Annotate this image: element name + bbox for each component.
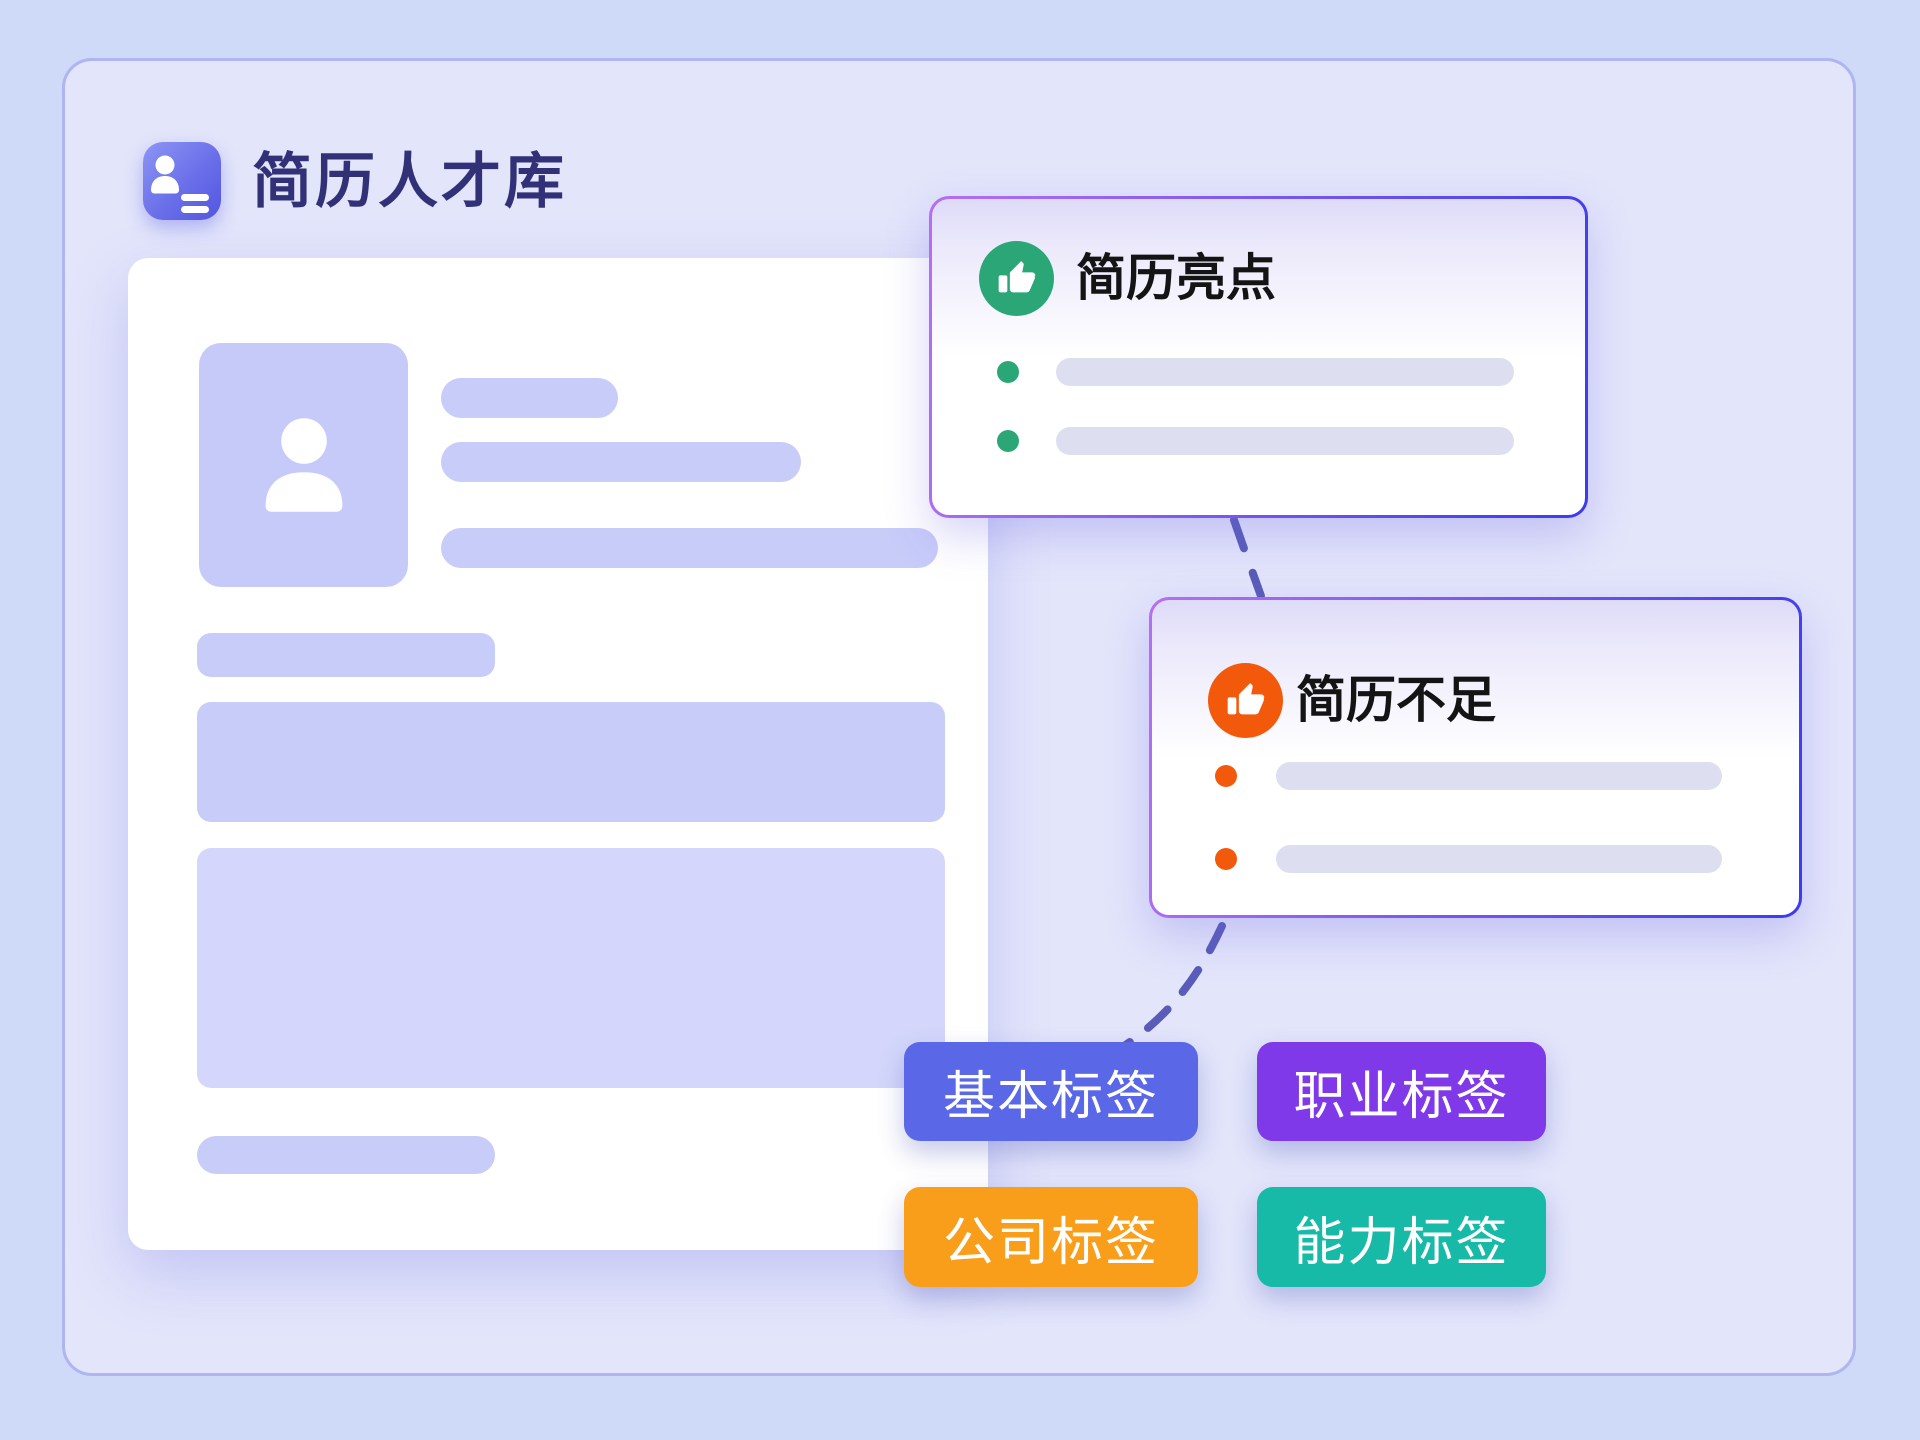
- bullet-dot: [1215, 765, 1237, 787]
- bullet-placeholder-bar: [1056, 358, 1514, 386]
- skeleton-line: [441, 528, 938, 568]
- bullet-dot: [997, 361, 1019, 383]
- callout-weaknesses: 简历不足: [1149, 597, 1802, 918]
- id-card-icon: [143, 142, 221, 220]
- person-icon: [265, 418, 342, 512]
- tag-basic-label[interactable]: 基本标签: [904, 1042, 1198, 1141]
- skeleton-block: [197, 848, 945, 1088]
- callout-highlights: 简历亮点: [929, 196, 1588, 518]
- bullet-placeholder-bar: [1276, 762, 1722, 790]
- bullet-placeholder-bar: [1056, 427, 1514, 455]
- tag-ability-label[interactable]: 能力标签: [1257, 1187, 1546, 1287]
- skeleton-line: [441, 442, 801, 482]
- skeleton-line: [441, 378, 618, 418]
- skeleton-line: [197, 1136, 495, 1174]
- page-title: 简历人才库: [252, 148, 567, 215]
- avatar: [199, 343, 408, 587]
- callout-title: 简历亮点: [1076, 250, 1276, 306]
- skeleton-section-label: [197, 633, 495, 677]
- skeleton-row: [197, 702, 945, 822]
- bullet-dot: [997, 430, 1019, 452]
- tag-company-label[interactable]: 公司标签: [904, 1187, 1198, 1287]
- tag-career-label[interactable]: 职业标签: [1257, 1042, 1546, 1141]
- thumbs-up-icon: [979, 241, 1054, 316]
- thumbs-up-icon: [1208, 663, 1283, 738]
- bullet-placeholder-bar: [1276, 845, 1722, 873]
- callout-title: 简历不足: [1296, 672, 1496, 728]
- resume-preview-card: [128, 258, 988, 1250]
- bullet-dot: [1215, 848, 1237, 870]
